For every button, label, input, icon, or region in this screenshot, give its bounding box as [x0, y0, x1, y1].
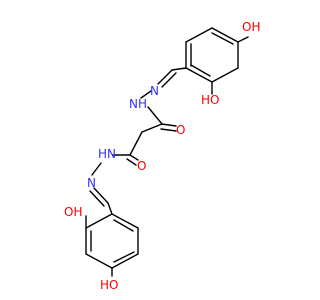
atom-label-o-top-carbonyl: O [176, 123, 185, 137]
atom-label-hn-bottom: HN [98, 147, 116, 161]
bond-ring-to-ch [171, 67, 187, 71]
bottom-benzene-ring [85, 213, 139, 269]
bond-n-ch-double-b [89, 190, 105, 207]
atom-label-o-bottom-carbonyl: O [137, 159, 146, 173]
molecule-canvas: OH HO N NH O O HN N OH HO [64, 20, 260, 292]
bond-co-bottom-a [129, 154, 139, 161]
atom-label-n-top-imine: N [150, 84, 159, 98]
bond-n-ch-double-a [93, 187, 109, 204]
bond-top-ring-oh [237, 36, 249, 43]
top-benzene-ring [185, 27, 239, 83]
atom-label-ho-bottom: HO [100, 278, 118, 292]
bond-ch2-carbonyl-bottom [129, 131, 143, 156]
bond-nh-carbonyl-top [147, 106, 163, 125]
bond-n-nh-top [140, 90, 152, 99]
atom-label-n-bottom-imine: N [87, 176, 96, 190]
bond-ch-n-double-b [161, 72, 177, 88]
bond-co-top-b [160, 128, 177, 132]
bond-co-top-a [161, 123, 177, 127]
bond-ch-ring-bottom [107, 202, 113, 215]
atom-label-ho-top-ring: HO [201, 93, 219, 107]
bond-carbonyl-ch2-top [141, 123, 163, 133]
atom-label-oh-top-right: OH [242, 20, 260, 34]
atom-label-nh-top: NH [129, 97, 147, 111]
bond-ch-n-double-a [157, 69, 173, 85]
bond-hn-n-bottom [91, 162, 102, 176]
atom-label-oh-bottom-ring: OH [64, 205, 82, 219]
bond-co-bottom-b [126, 158, 137, 166]
structure-diagram: OH HO N NH O O HN N OH HO [64, 20, 260, 292]
